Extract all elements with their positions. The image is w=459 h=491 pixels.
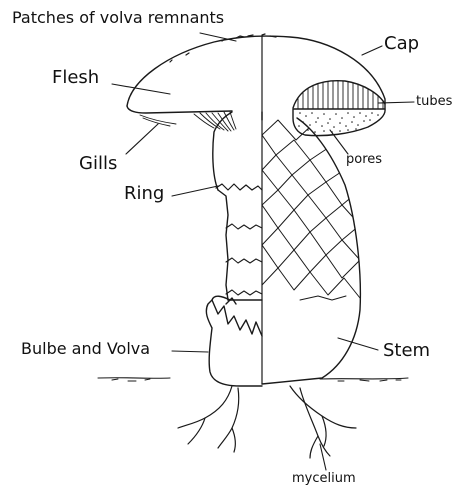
leader-lines [112, 33, 414, 470]
leader-gills [126, 124, 158, 154]
label-bulbe-and-volva: Bulbe and Volva [21, 341, 150, 357]
tubes-region [293, 78, 385, 110]
volva-cup [206, 296, 262, 386]
label-stem: Stem [383, 342, 430, 360]
gills-region [140, 112, 236, 131]
cap-shape [127, 34, 385, 136]
stem-left [213, 112, 262, 300]
label-flesh: Flesh [52, 69, 99, 87]
ground-line [98, 378, 408, 381]
label-cap: Cap [384, 35, 419, 53]
leader-bulbe [172, 351, 208, 352]
label-mycelium: mycelium [292, 472, 356, 485]
leader-flesh [112, 84, 170, 94]
leader-cap [362, 46, 382, 55]
leader-mycelium [320, 444, 326, 470]
leader-stem [338, 338, 378, 350]
mycelium-roots [178, 386, 356, 458]
label-ring: Ring [124, 185, 164, 203]
label-tubes: tubes [416, 95, 452, 108]
label-gills: Gills [79, 155, 117, 173]
leader-ring [172, 186, 218, 196]
label-pores: pores [346, 153, 382, 166]
label-patches-of-volva-remnants: Patches of volva remnants [12, 10, 224, 26]
leader-patches [200, 33, 236, 41]
